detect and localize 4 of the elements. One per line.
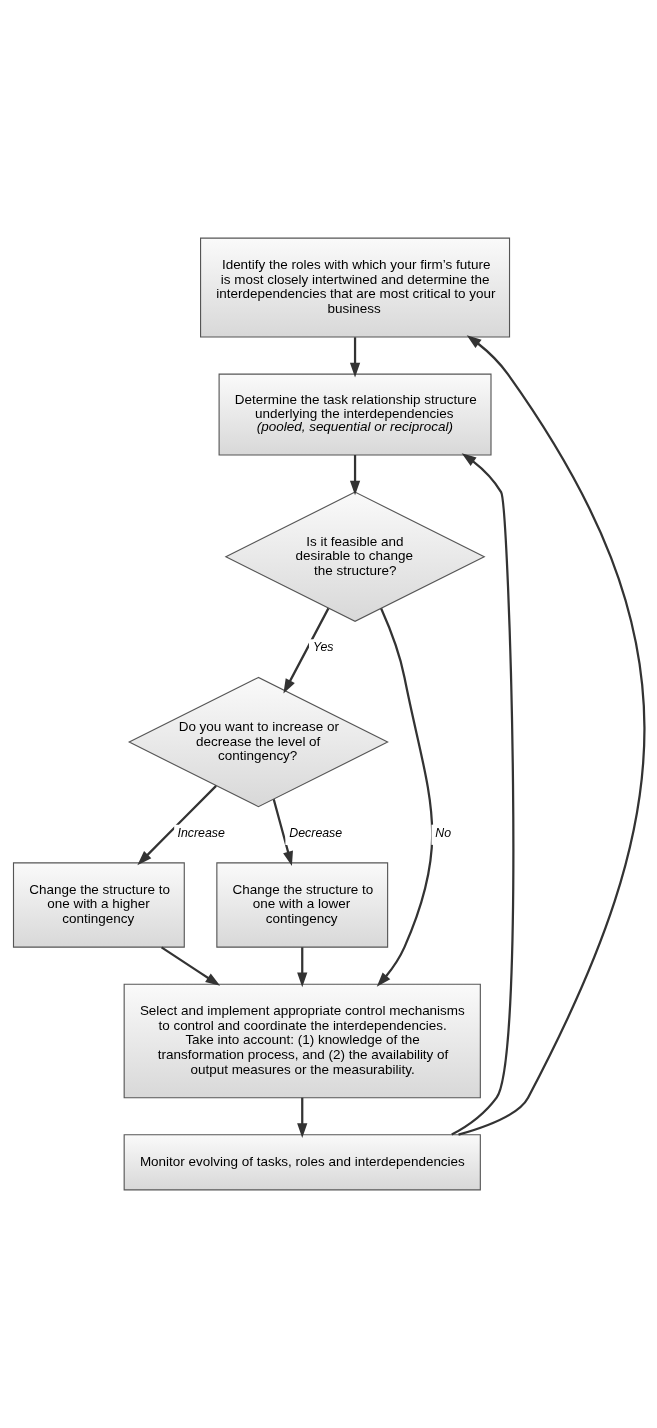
edge-label: No [434,825,451,840]
edge-label: Increase [177,825,225,840]
edge-label: Yes [312,640,334,655]
edge-label: Decrease [288,825,342,840]
